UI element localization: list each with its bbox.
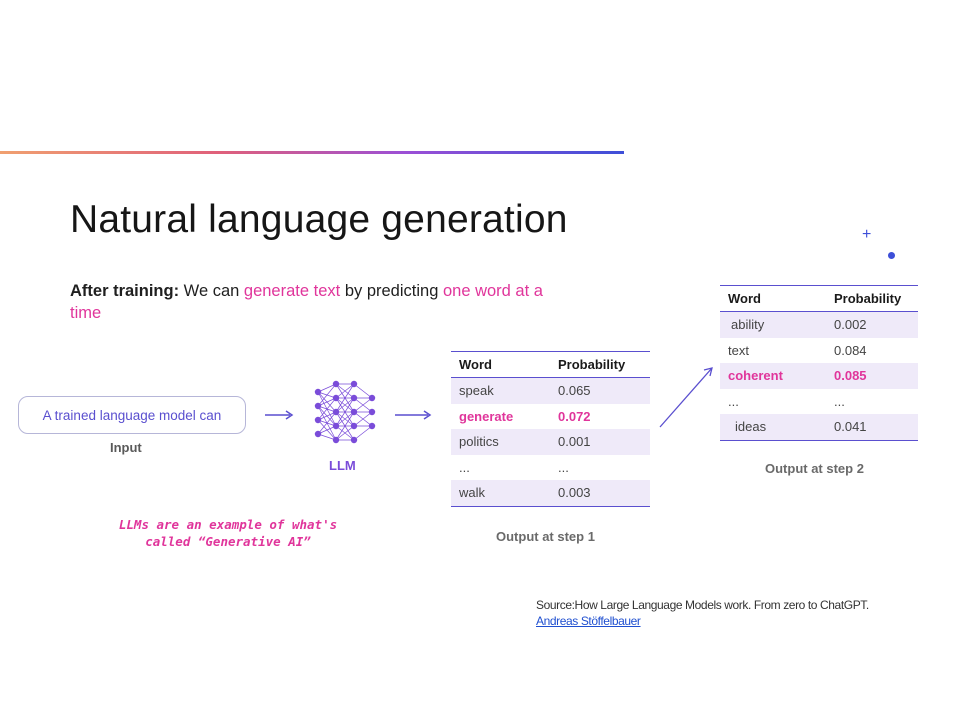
input-prompt-text: A trained language model can [42,407,222,423]
generative-ai-note: LLMs are an example of what's called “Ge… [98,516,358,550]
prob-cell: ... [558,459,569,475]
llm-label: LLM [329,458,356,473]
step2-caption: Output at step 2 [765,461,864,476]
neural-network-icon [314,380,376,444]
table-row-selected: coherent 0.085 [720,363,918,389]
word-cell: speak [451,377,550,404]
prob-cell: 0.002 [826,311,918,338]
step2-probability-table: Word Probability ability 0.002 text 0.08… [720,285,918,441]
prob-cell: 0.072 [558,408,591,424]
dot-decoration-icon [888,252,895,259]
table-header-row: Word Probability [720,285,918,312]
source-author-link[interactable]: Andreas Stöffelbauer [536,614,641,628]
input-prompt-box: A trained language model can [18,396,246,434]
word-cell: text [728,342,749,358]
note-line-1: LLMs are an example of what's [118,517,338,532]
table-row: ... ... [451,455,650,481]
subtitle-highlight-2: one word at a time [70,282,543,322]
step1-caption: Output at step 1 [496,529,595,544]
step1-probability-table: Word Probability speak 0.065 generate 0.… [451,351,650,507]
prob-cell: 0.041 [826,414,918,441]
header-probability: Probability [550,351,650,378]
header-word: Word [451,351,550,378]
table-row: walk 0.003 [451,480,650,507]
input-label: Input [110,440,142,455]
note-line-2: called “Generative AI” [145,534,311,549]
subtitle-highlight-1: generate text [243,282,341,300]
subtitle-part1: We can [179,282,244,300]
word-cell: ideas [720,414,826,441]
word-cell: ... [728,393,739,409]
arrow-llm-to-table-icon [395,410,432,420]
word-cell: ability [720,311,826,338]
table-row: ... ... [720,389,918,415]
prob-cell: 0.003 [550,480,650,507]
gradient-rule [0,151,624,154]
word-cell: coherent [720,363,826,389]
table-row: ideas 0.041 [720,414,918,441]
arrow-step1-to-step2-icon [659,367,713,428]
slide-subtitle: After training: We can generate text by … [70,280,550,324]
prob-cell: ... [834,393,845,409]
word-cell: politics [451,429,550,455]
word-cell: walk [451,480,550,507]
table-row: text 0.084 [720,338,918,364]
arrow-input-to-llm-icon [265,410,294,420]
header-word: Word [720,285,826,312]
table-header-row: Word Probability [451,351,650,378]
word-cell: generate [459,408,514,424]
word-cell: ... [459,459,470,475]
header-probability: Probability [826,285,918,312]
table-row-selected: generate 0.072 [451,404,650,430]
table-row: speak 0.065 [451,377,650,404]
source-text: Source:How Large Language Models work. F… [536,598,869,612]
table-row: politics 0.001 [451,429,650,455]
prob-cell: 0.065 [550,377,650,404]
subtitle-part2: by predicting [340,282,443,300]
slide-title: Natural language generation [70,198,568,241]
plus-decoration-icon: + [862,226,872,243]
table-row: ability 0.002 [720,311,918,338]
source-citation: Source:How Large Language Models work. F… [536,597,869,629]
prob-cell: 0.001 [550,429,650,455]
prob-cell: 0.084 [834,342,867,358]
subtitle-lead: After training: [70,282,180,300]
prob-cell: 0.085 [826,363,918,389]
